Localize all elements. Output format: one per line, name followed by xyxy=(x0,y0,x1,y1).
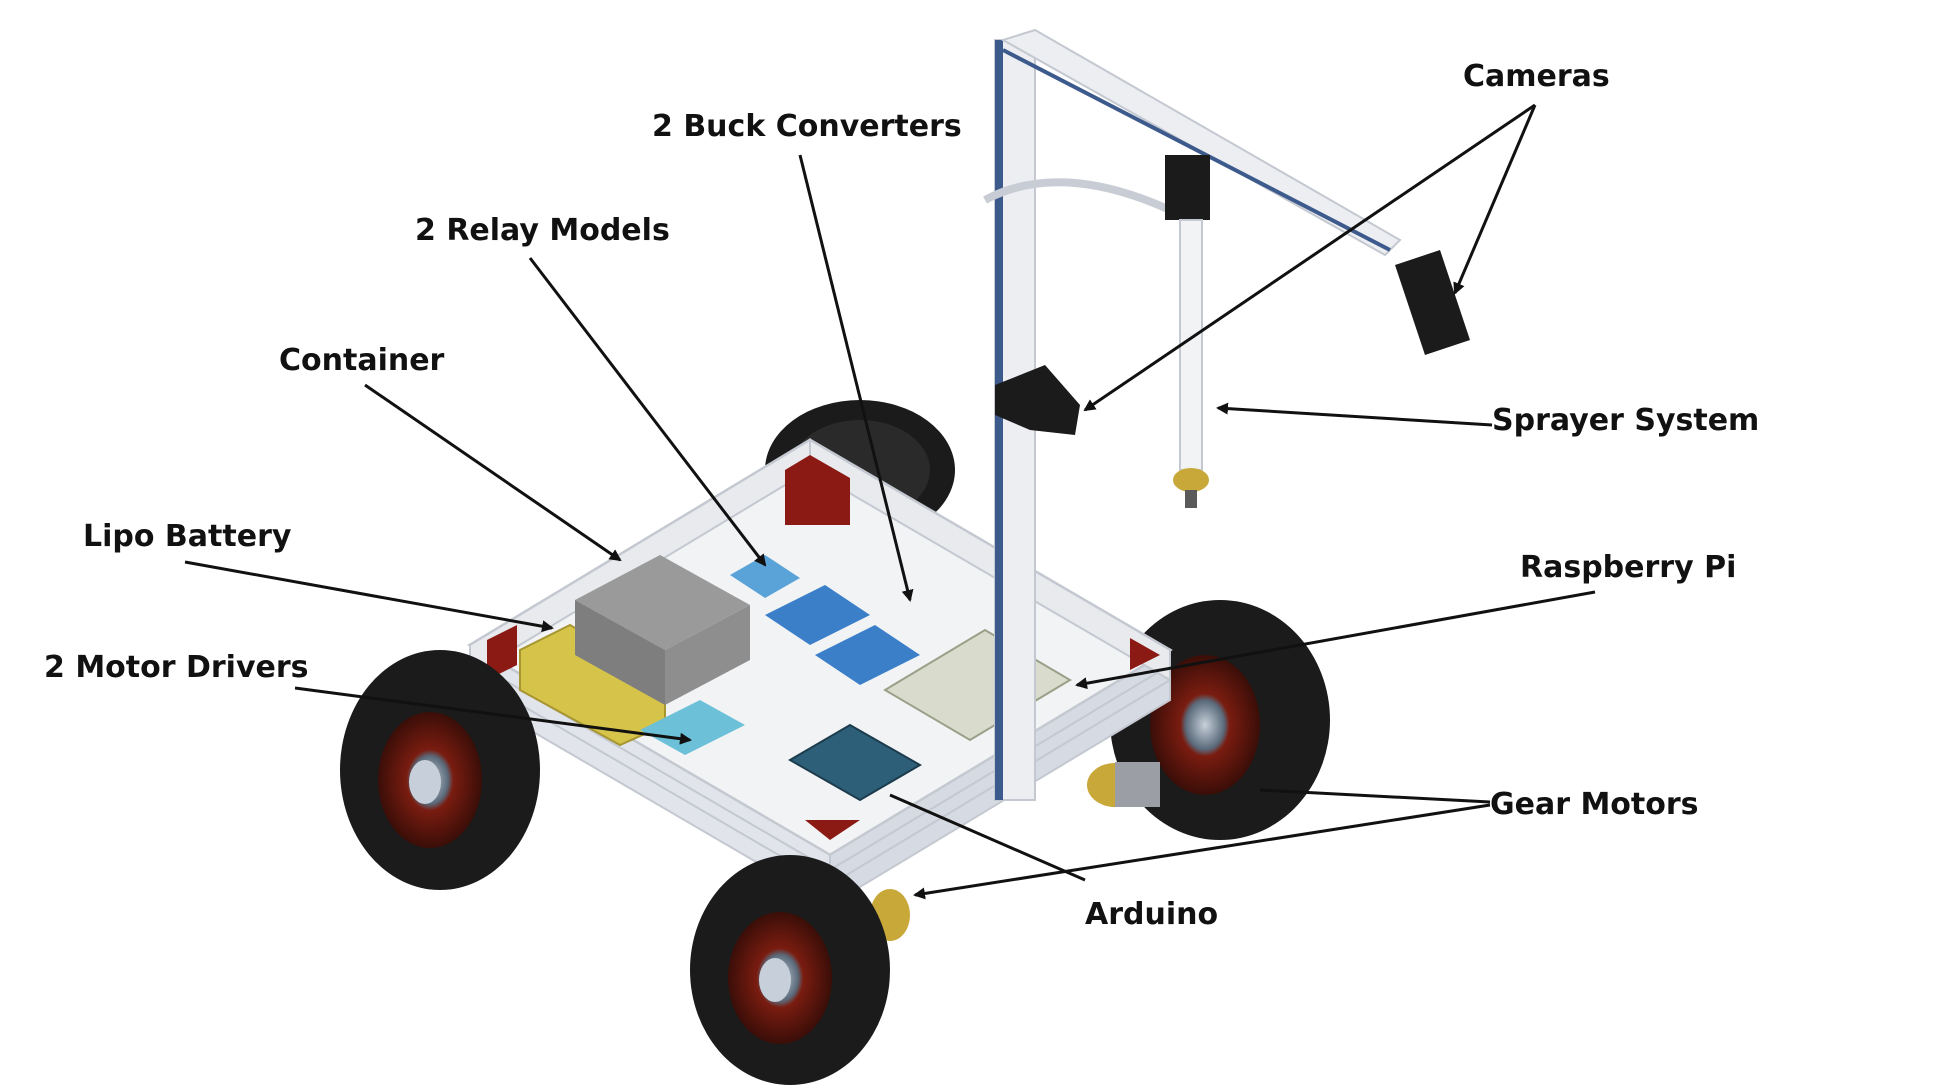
corner-bracket-right xyxy=(1130,638,1160,670)
label-arduino: Arduino xyxy=(1085,897,1219,932)
arrow-relay-models xyxy=(528,257,767,567)
sprayer-tube xyxy=(1173,219,1209,508)
arrow-gear-motors-front xyxy=(913,803,1491,900)
leader-lines xyxy=(184,103,1596,900)
arrow-motor-drivers xyxy=(294,686,692,745)
label-lipo-battery: Lipo Battery xyxy=(83,519,292,554)
arduino-board xyxy=(788,723,922,802)
wheel-front-right xyxy=(690,855,890,1085)
gear-motor-right xyxy=(1087,762,1160,807)
label-sprayer-system: Sprayer System xyxy=(1492,403,1760,438)
camera-mast xyxy=(995,365,1080,435)
arrow-raspberry-pi xyxy=(1075,590,1596,690)
label-container: Container xyxy=(279,343,445,378)
line-gear-motors-right xyxy=(1259,788,1491,804)
arrow-container xyxy=(364,383,622,562)
arrow-camera-top xyxy=(1453,104,1537,295)
label-cameras: Cameras xyxy=(1463,59,1610,94)
label-motor-drivers: 2 Motor Drivers xyxy=(44,650,309,685)
corner-bracket-front xyxy=(805,820,860,840)
wheel-front-left xyxy=(340,650,540,890)
container-box xyxy=(575,555,750,705)
corner-bracket-left xyxy=(487,625,517,680)
label-buck-converters: 2 Buck Converters xyxy=(652,109,962,144)
motor-driver-board xyxy=(640,700,745,755)
arrow-lipo-battery xyxy=(184,560,554,633)
label-raspberry-pi: Raspberry Pi xyxy=(1520,550,1737,585)
camera-top xyxy=(1395,250,1470,355)
sprayer-mast xyxy=(983,28,1402,801)
arrow-sprayer-system xyxy=(1216,402,1493,427)
line-arduino xyxy=(889,793,1086,882)
label-relay-models: 2 Relay Models xyxy=(415,213,670,248)
relay-boards xyxy=(730,555,800,598)
label-gear-motors: Gear Motors xyxy=(1490,787,1699,822)
arrow-buck-converters xyxy=(798,154,914,602)
buck-converter-boards xyxy=(765,585,920,685)
sprayer-bracket xyxy=(1165,155,1210,220)
corner-bracket-back xyxy=(785,455,850,525)
arrow-camera-mast xyxy=(1083,103,1536,412)
